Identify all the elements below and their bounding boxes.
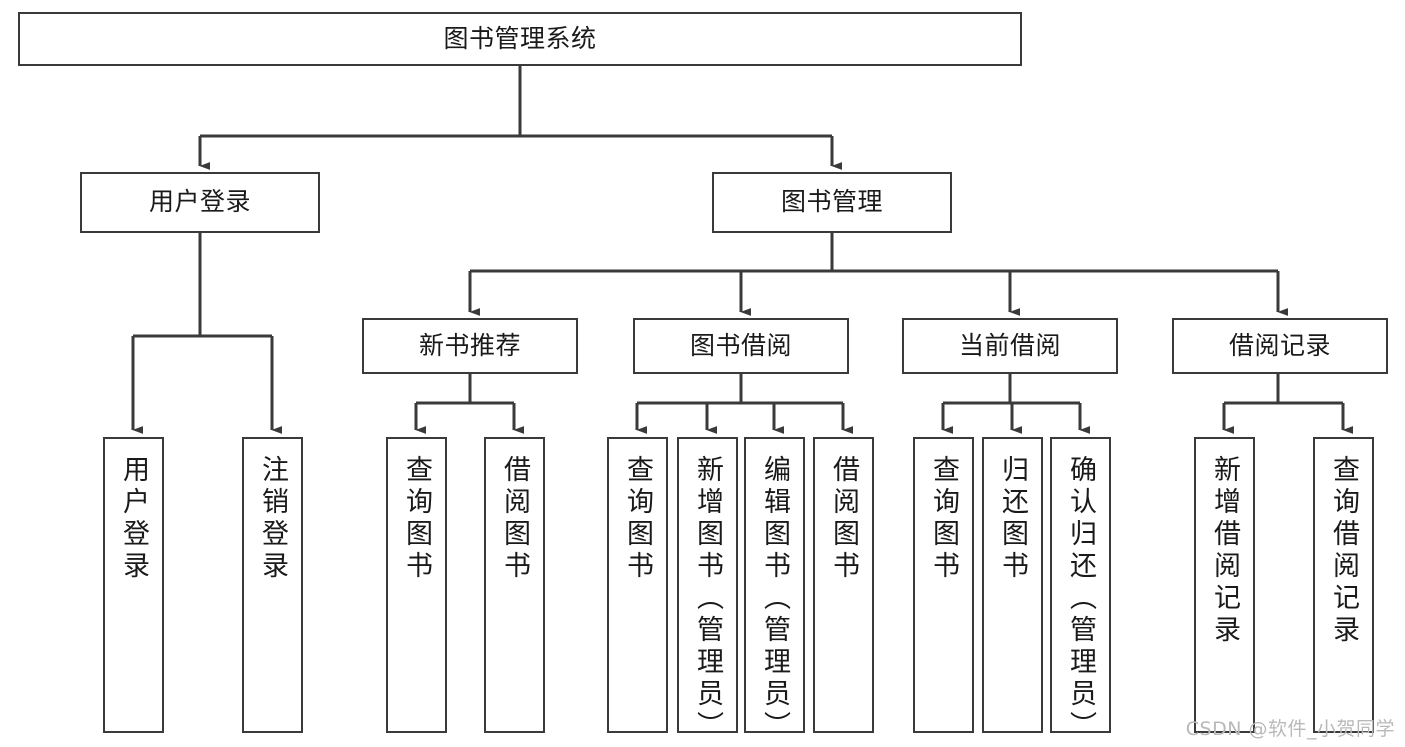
node-new-book-recommend-label: 新书推荐	[418, 330, 521, 360]
node-user-login-label: 用户登录	[148, 187, 251, 217]
node-leaf-edit-book-admin[interactable]: 编辑图书（管理员）	[744, 437, 805, 743]
node-leaf-current-query-book-label: 查询图书	[928, 455, 959, 583]
node-leaf-newbook-query-book-label: 查询图书	[401, 455, 432, 583]
node-leaf-newbook-borrow-book[interactable]: 借阅图书	[484, 437, 545, 733]
node-leaf-current-query-book[interactable]: 查询图书	[913, 437, 974, 733]
node-leaf-add-borrow-record[interactable]: 新增借阅记录	[1194, 437, 1255, 733]
node-leaf-add-book-admin[interactable]: 新增图书（管理员）	[677, 437, 738, 743]
csdn-watermark: CSDN @软件_小贺同学	[1185, 718, 1395, 740]
node-book-borrow[interactable]: 图书借阅	[633, 318, 849, 374]
node-leaf-user-login[interactable]: 用户登录	[103, 437, 164, 733]
node-book-borrow-label: 图书借阅	[689, 330, 792, 360]
node-leaf-query-borrow-record[interactable]: 查询借阅记录	[1313, 437, 1374, 733]
node-leaf-add-borrow-record-label: 新增借阅记录	[1209, 455, 1240, 647]
node-current-borrow[interactable]: 当前借阅	[902, 318, 1118, 374]
node-leaf-return-book[interactable]: 归还图书	[982, 437, 1043, 733]
node-new-book-recommend[interactable]: 新书推荐	[362, 318, 578, 374]
node-leaf-borrow-query-book-label: 查询图书	[622, 455, 653, 583]
node-leaf-borrow-query-book[interactable]: 查询图书	[607, 437, 668, 733]
node-leaf-query-borrow-record-label: 查询借阅记录	[1328, 455, 1359, 647]
node-root-label: 图书管理系统	[443, 23, 597, 53]
node-leaf-borrow-book[interactable]: 借阅图书	[813, 437, 874, 733]
node-leaf-add-book-admin-label: 新增图书（管理员）	[692, 455, 723, 743]
node-current-borrow-label: 当前借阅	[958, 330, 1061, 360]
node-user-login[interactable]: 用户登录	[80, 172, 320, 233]
node-leaf-user-login-label: 用户登录	[118, 455, 149, 583]
node-leaf-edit-book-admin-label: 编辑图书（管理员）	[759, 455, 790, 743]
node-leaf-confirm-return-admin-label: 确认归还（管理员）	[1065, 455, 1096, 743]
node-book-management[interactable]: 图书管理	[712, 172, 952, 233]
node-leaf-logout-label: 注销登录	[257, 455, 288, 583]
node-borrow-record[interactable]: 借阅记录	[1172, 318, 1388, 374]
node-leaf-newbook-borrow-book-label: 借阅图书	[499, 455, 530, 583]
node-leaf-newbook-query-book[interactable]: 查询图书	[386, 437, 447, 733]
node-leaf-return-book-label: 归还图书	[997, 455, 1028, 583]
node-leaf-confirm-return-admin[interactable]: 确认归还（管理员）	[1050, 437, 1111, 743]
node-root-book-management-system[interactable]: 图书管理系统	[18, 12, 1022, 66]
node-book-management-label: 图书管理	[780, 187, 883, 217]
node-leaf-logout[interactable]: 注销登录	[242, 437, 303, 733]
node-leaf-borrow-book-label: 借阅图书	[828, 455, 859, 583]
node-borrow-record-label: 借阅记录	[1228, 330, 1331, 360]
